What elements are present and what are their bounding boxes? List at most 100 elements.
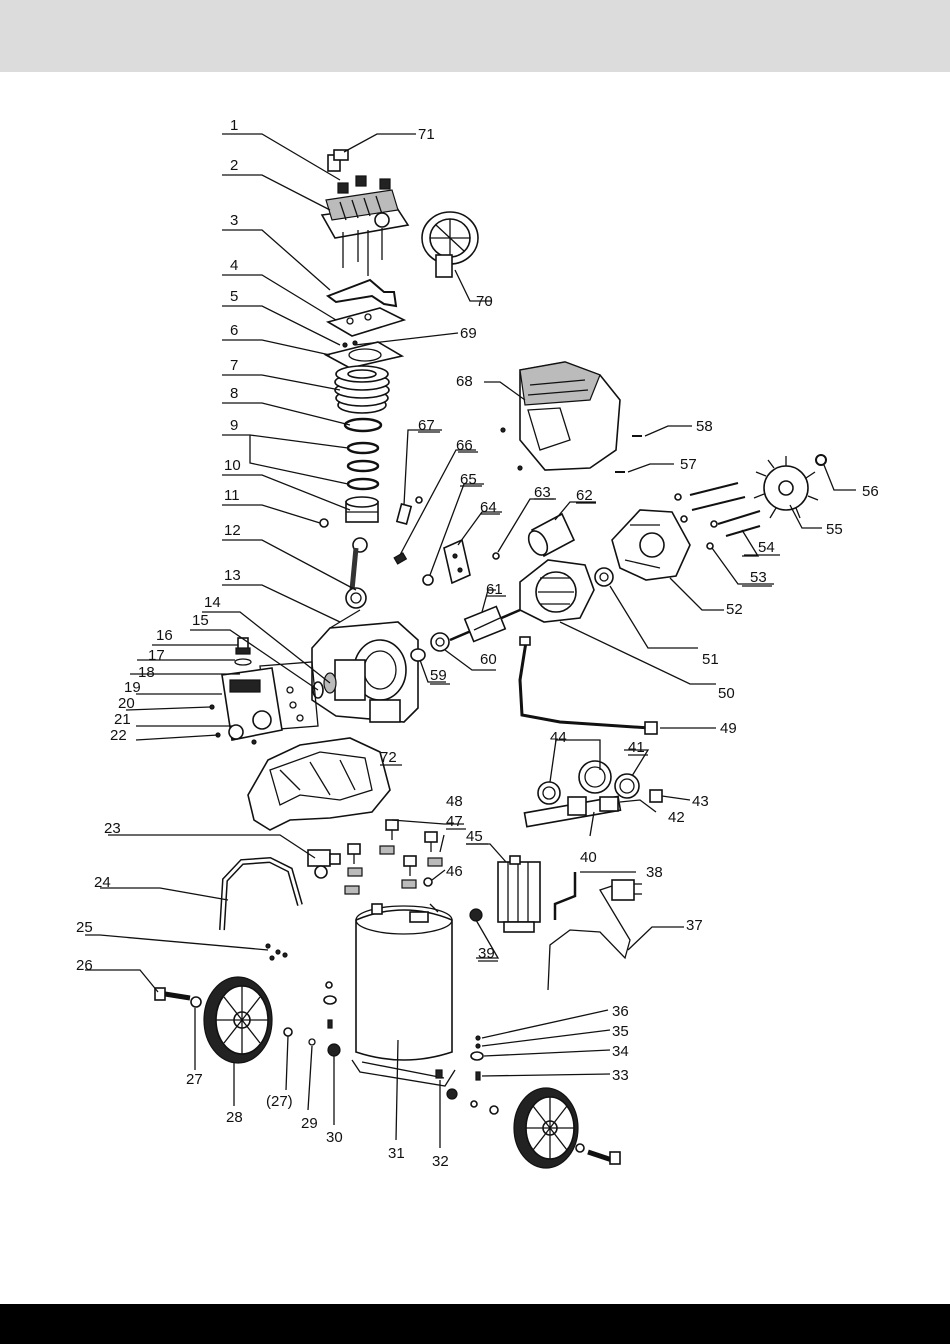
part-end-bell-52 [612,510,690,580]
part-20 [210,705,214,709]
label-21: 21 [114,711,131,728]
part-gasket-3 [328,280,396,306]
part-29 [309,1039,315,1045]
label-53: 53 [750,569,767,586]
part-capacitor-62 [525,514,574,558]
label-19: 19 [124,679,141,696]
label-16: 16 [156,627,173,644]
label-69: 69 [460,325,477,342]
label-34: 34 [612,1043,629,1060]
part-ring-9a [348,443,378,453]
part-fittings-46-48 [345,820,442,894]
part-cable-37 [548,880,642,990]
label-14: 14 [204,594,221,611]
part-5 [343,341,357,347]
label-12: 12 [224,522,241,539]
part-shroud-72 [248,738,390,830]
label-52: 52 [726,601,743,618]
part-18 [235,659,251,665]
label-49: 49 [720,720,737,737]
label-44: 44 [550,729,567,746]
part-35 [476,1044,480,1048]
label-30: 30 [326,1129,343,1146]
label-72: 72 [380,749,397,766]
part-nut-32b [447,1089,457,1099]
label-33: 33 [612,1067,629,1084]
part-washer-59 [411,649,425,661]
part-valve-plate-4 [328,308,404,336]
label-17: 17 [148,647,165,664]
part-clip-11 [320,519,328,527]
part-fan-55 [754,456,818,518]
part-30 [324,982,340,1056]
part-washer-27 [191,997,201,1007]
label-3: 3 [230,212,238,229]
part-34 [471,1052,483,1060]
label-45: 45 [466,828,483,845]
label-68: 68 [456,373,473,390]
label-48: 48 [446,793,463,810]
label-2: 2 [230,157,238,174]
label-56: 56 [862,483,879,500]
part-motor-cover-68 [501,362,620,470]
label-46: 46 [446,863,463,880]
part-rotor-61 [450,607,520,642]
part-bearing-60 [431,633,449,651]
label-35: 35 [612,1023,629,1040]
label-42: 42 [668,809,685,826]
part-ring-9b [348,461,378,471]
part-36 [476,1036,480,1040]
label-27: 27 [186,1071,203,1088]
label-22: 22 [110,727,127,744]
label-4: 4 [230,257,238,274]
label-60: 60 [480,651,497,668]
part-38 [555,872,575,920]
part-gasket-6 [326,342,402,368]
label-54: 54 [758,539,775,556]
part-connecting-rod-12 [346,538,367,608]
part-axle-bolt-26 [155,988,190,1000]
label-51: 51 [702,651,719,668]
label-28: 28 [226,1109,243,1126]
part-25 [266,944,287,960]
part-washer-32c [471,1101,477,1107]
label-37: 37 [686,917,703,934]
part-32 [436,1070,442,1078]
part-63 [493,553,499,559]
leader-lines [85,134,856,1148]
label-36: 36 [612,1003,629,1020]
part-number-labels: 1 2 3 4 5 6 7 8 9 10 11 12 13 14 15 16 1… [76,117,879,1170]
label-5: 5 [230,288,238,305]
label-9: 9 [230,417,238,434]
label-20: 20 [118,695,135,712]
label-27-repeat: (27) [266,1093,293,1110]
part-17 [236,648,250,654]
part-bolts-54 [675,483,760,536]
part-wheel-28b [514,1088,620,1168]
label-6: 6 [230,322,238,339]
label-13: 13 [224,567,241,584]
part-cylinder-7 [335,366,389,413]
label-71: 71 [418,126,435,143]
part-ring-9c [348,479,378,489]
part-tank-31 [352,904,455,1086]
part-clip-56 [816,455,826,465]
part-cylinder-head-2 [322,176,408,276]
part-elbow-71 [328,150,348,171]
label-39: 39 [478,945,495,962]
label-70: 70 [476,293,493,310]
label-11: 11 [224,487,240,504]
label-55: 55 [826,521,843,538]
label-57: 57 [680,456,697,473]
label-58: 58 [696,418,713,435]
label-26: 26 [76,957,93,974]
label-7: 7 [230,357,238,374]
label-15: 15 [192,612,209,629]
label-62: 62 [576,487,593,504]
label-32: 32 [432,1153,449,1170]
label-8: 8 [230,385,238,402]
part-washer-27b [284,1028,292,1036]
label-1: 1 [230,117,238,134]
label-41: 41 [628,739,645,756]
